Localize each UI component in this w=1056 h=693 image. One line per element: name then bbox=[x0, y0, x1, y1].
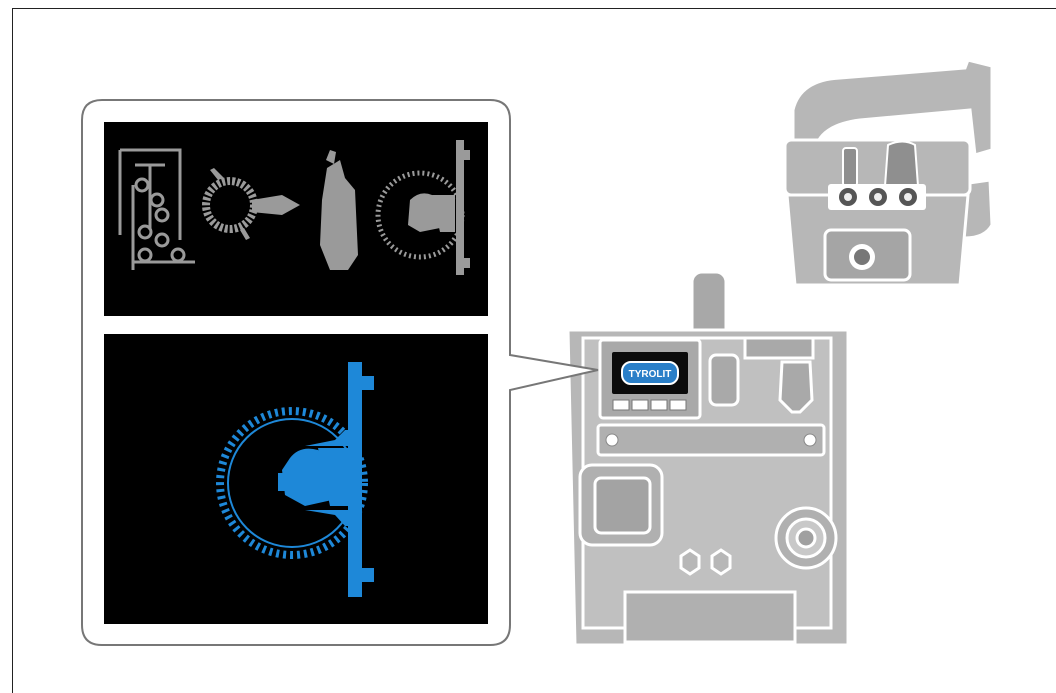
power-switch bbox=[710, 355, 738, 405]
toggle-switch bbox=[843, 148, 857, 186]
mounting-bar bbox=[598, 425, 824, 455]
bar-screw-left bbox=[606, 434, 618, 446]
bolt-1 bbox=[681, 550, 699, 574]
remote-button-strip bbox=[828, 184, 926, 210]
display-button-2[interactable] bbox=[632, 400, 648, 410]
bolt-2 bbox=[712, 550, 730, 574]
display-button-1[interactable] bbox=[613, 400, 629, 410]
side-plug bbox=[780, 362, 812, 412]
bar-screw-right bbox=[804, 434, 816, 446]
display-button-3[interactable] bbox=[651, 400, 667, 410]
control-unit bbox=[568, 272, 848, 645]
display-button-4[interactable] bbox=[670, 400, 686, 410]
joystick bbox=[885, 142, 918, 187]
top-slot bbox=[745, 338, 813, 358]
remote-connector bbox=[825, 230, 910, 280]
tyrolit-logo-text: TYROLIT bbox=[629, 369, 672, 380]
right-connector bbox=[776, 508, 836, 568]
bottom-frame bbox=[625, 592, 795, 642]
